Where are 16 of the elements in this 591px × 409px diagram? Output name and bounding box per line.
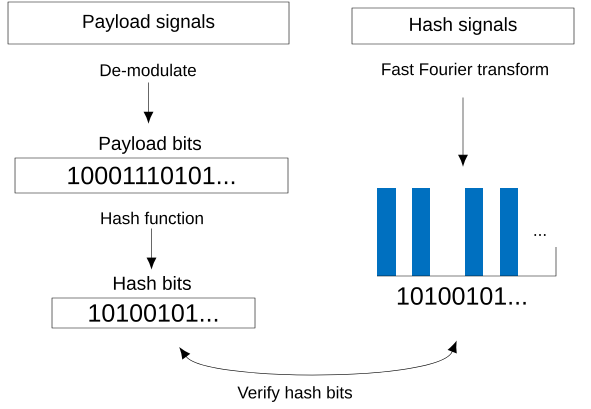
bit-string: 10100101... <box>398 287 526 305</box>
signal-box: Payload signals <box>8 2 290 44</box>
bits-box: 10100101... <box>52 298 256 328</box>
arrow <box>458 97 468 166</box>
edge-label: De-modulate <box>98 62 198 78</box>
signal-box: Hash signals <box>352 8 574 44</box>
heading-text: Hash bits <box>114 276 191 290</box>
bits-box: 10001110101... <box>14 158 288 194</box>
edge-label: Hash function <box>99 210 205 226</box>
edge-label: Fast Fourier transform <box>380 62 550 76</box>
arrow <box>144 82 154 123</box>
edge-label: Verify hash bits <box>236 385 354 403</box>
heading-text: Payload bits <box>100 136 202 154</box>
arrow <box>146 228 156 269</box>
arrow <box>180 341 457 376</box>
ellipsis-text: ... <box>534 234 546 236</box>
